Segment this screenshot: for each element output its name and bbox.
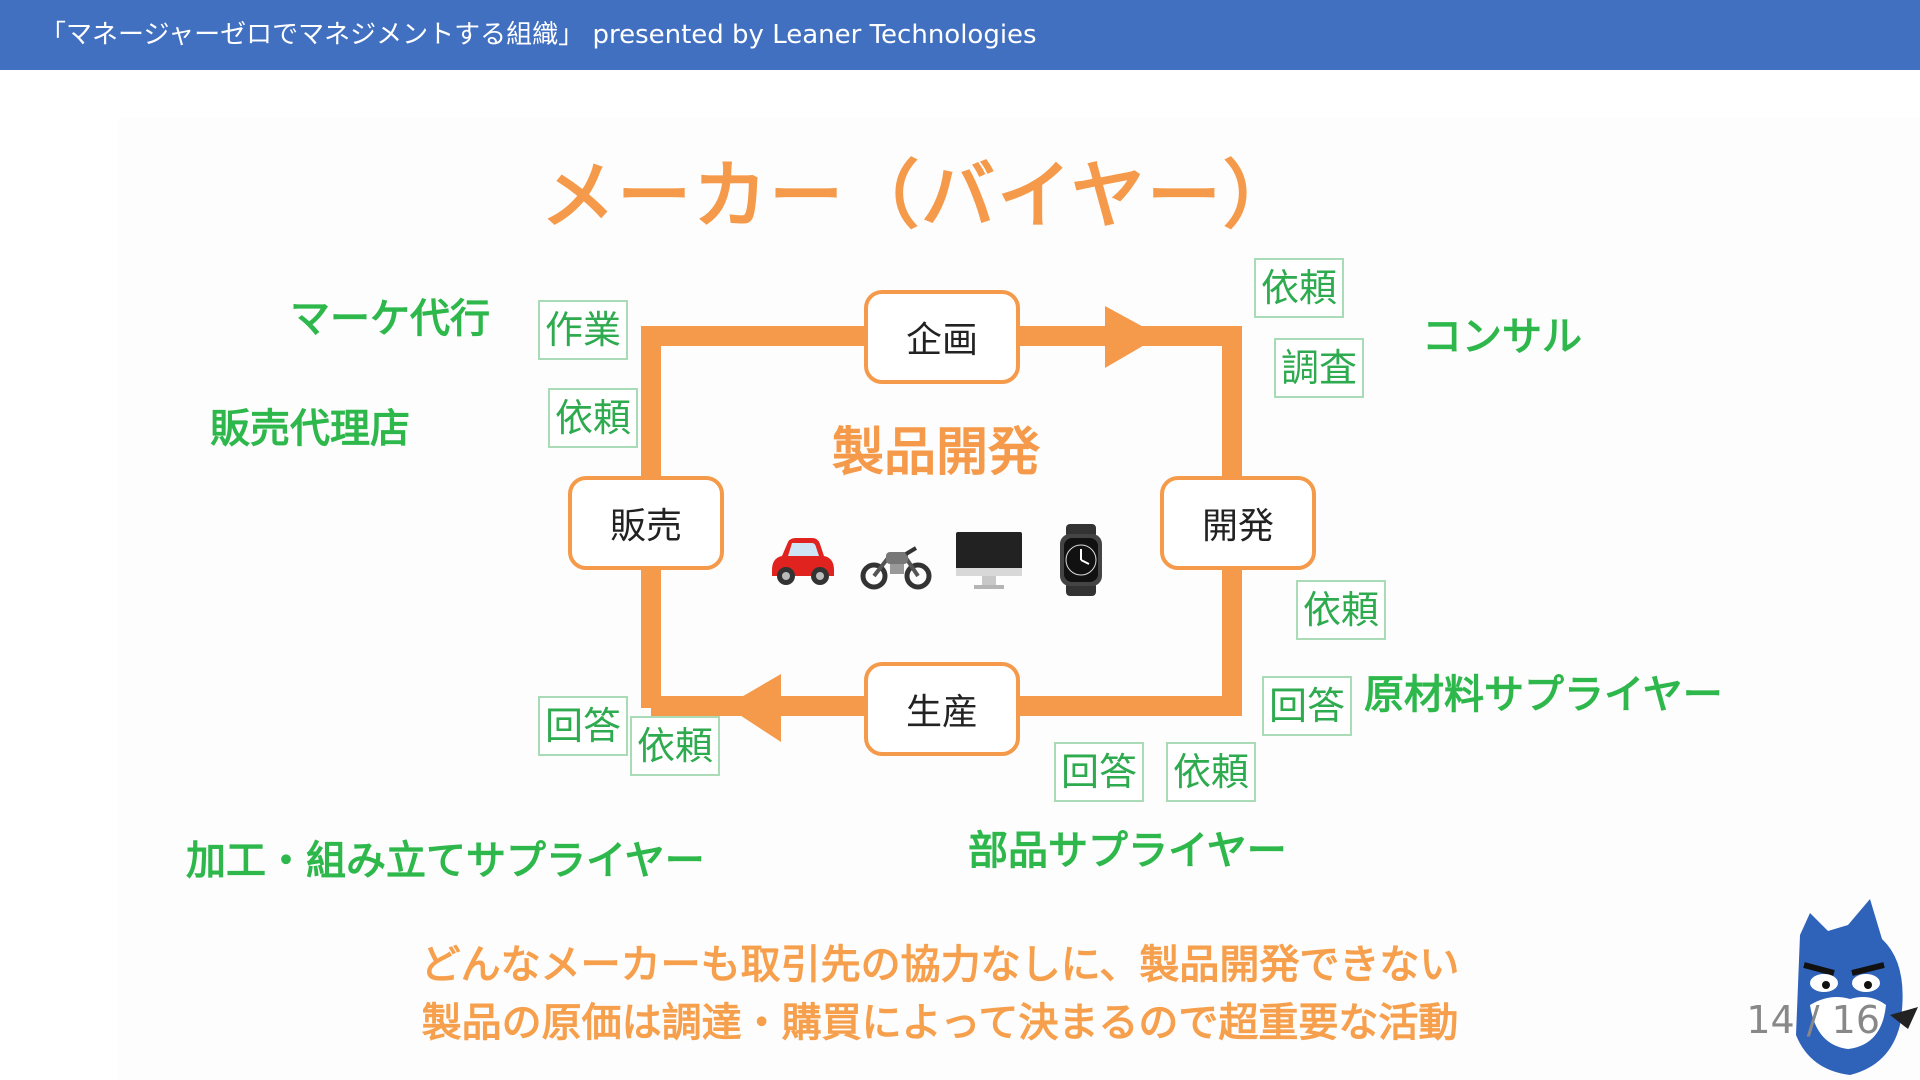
tag-survey: 調査 xyxy=(1274,338,1364,398)
partner-consultant: コンサル xyxy=(1422,304,1582,362)
tag-answer-left: 回答 xyxy=(538,696,628,756)
partner-raw-material-supplier: 原材料サプライヤー xyxy=(1364,662,1723,720)
node-development-label: 開発 xyxy=(1202,497,1274,549)
arrow-head-top xyxy=(1105,306,1160,368)
mascot-cat-icon xyxy=(1790,895,1920,1080)
partner-processing-supplier: 加工・組み立てサプライヤー xyxy=(186,828,705,886)
tag-request-left: 依頼 xyxy=(548,388,638,448)
node-development: 開発 xyxy=(1160,476,1316,570)
tag-work: 作業 xyxy=(538,300,628,360)
cycle-loop xyxy=(651,336,1232,708)
node-sales-label: 販売 xyxy=(610,497,682,549)
footer-line-1: どんなメーカーも取引先の協力なしに、製品開発できない xyxy=(0,932,1880,990)
tag-request-top-right: 依頼 xyxy=(1254,258,1344,318)
tag-request-bottom-left: 依頼 xyxy=(630,716,720,776)
tag-answer-bottom: 回答 xyxy=(1054,742,1144,802)
page-number: 14 / 16 xyxy=(1746,998,1880,1042)
motorcycle-icon xyxy=(860,536,932,592)
partner-parts-supplier: 部品サプライヤー xyxy=(968,818,1287,876)
center-label: 製品開発 xyxy=(826,410,1046,485)
node-production-label: 生産 xyxy=(906,683,978,735)
watch-icon xyxy=(1056,524,1106,596)
cycle-path xyxy=(651,336,1232,708)
tag-answer-right: 回答 xyxy=(1262,676,1352,736)
tag-request-bottom: 依頼 xyxy=(1166,742,1256,802)
tag-request-right: 依頼 xyxy=(1296,580,1386,640)
node-production: 生産 xyxy=(864,662,1020,756)
partner-sales-agency: 販売代理店 xyxy=(210,396,410,454)
monitor-icon xyxy=(954,530,1024,592)
node-planning-label: 企画 xyxy=(906,311,978,363)
arrow-head-bottom xyxy=(726,674,781,742)
node-planning: 企画 xyxy=(864,290,1020,384)
node-sales: 販売 xyxy=(568,476,724,570)
footer-line-2: 製品の原価は調達・購買によって決まるので超重要な活動 xyxy=(0,990,1880,1048)
partner-marketing-agency: マーケ代行 xyxy=(290,286,490,344)
car-icon xyxy=(766,530,838,590)
